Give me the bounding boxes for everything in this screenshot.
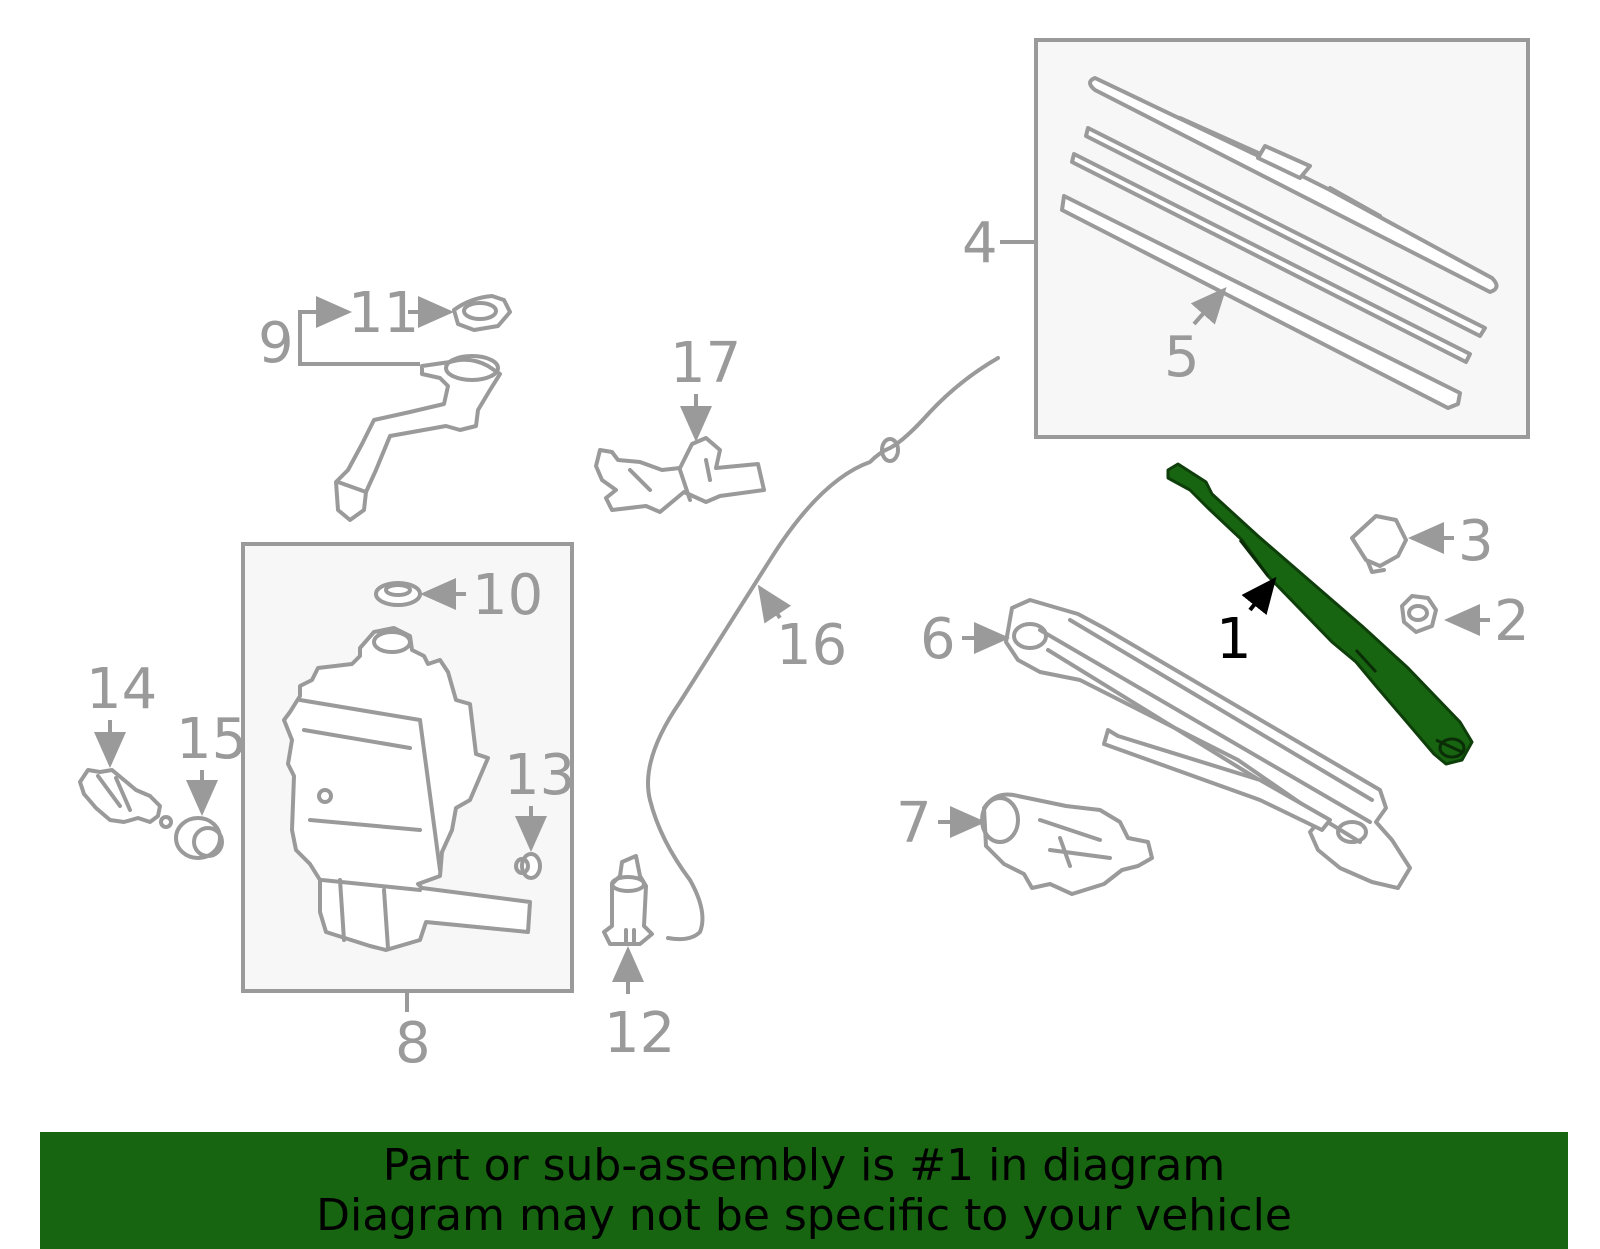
part-13-clip[interactable] <box>514 852 542 880</box>
part-4-blade-rails <box>1070 126 1487 364</box>
part-17-bracket[interactable] <box>594 436 766 514</box>
part-2-nut[interactable] <box>1400 594 1438 634</box>
callout-17: 17 <box>670 331 741 396</box>
banner-line-1: Part or sub-assembly is #1 in diagram <box>382 1139 1226 1191</box>
callout-1: 1 <box>1216 607 1252 672</box>
callout-10: 10 <box>472 563 543 628</box>
callout-3: 3 <box>1458 509 1494 574</box>
callout-13: 13 <box>504 743 575 808</box>
part-5-blade-insert[interactable] <box>1060 194 1462 410</box>
part-3-cap[interactable] <box>1350 514 1408 574</box>
part-12-washer-pump[interactable] <box>602 854 654 946</box>
callout-9: 9 <box>258 311 294 376</box>
callout-2: 2 <box>1494 589 1530 654</box>
part-10-grommet[interactable] <box>374 581 422 607</box>
leader-5 <box>1190 287 1227 326</box>
part-8-washer-reservoir[interactable] <box>282 626 532 952</box>
callout-12: 12 <box>604 1001 675 1066</box>
part-1-wiper-arm[interactable] <box>1166 462 1474 766</box>
part-11-cap[interactable] <box>452 294 512 332</box>
callout-5: 5 <box>1164 325 1200 390</box>
hose-clip <box>880 437 900 463</box>
part-16-washer-hose[interactable] <box>646 356 1000 942</box>
part-9-filler-neck[interactable] <box>334 354 502 522</box>
banner-line-2: Diagram may not be specific to your vehi… <box>316 1189 1292 1241</box>
callout-15: 15 <box>176 707 247 772</box>
leader-9 <box>298 312 420 366</box>
callout-8: 8 <box>395 1011 431 1076</box>
leader-16 <box>757 584 792 624</box>
part-4-wiper-blade[interactable] <box>1088 76 1499 294</box>
callout-6: 6 <box>920 607 956 672</box>
callout-16: 16 <box>776 613 847 678</box>
callout-4: 4 <box>962 211 998 276</box>
callout-7: 7 <box>896 791 932 856</box>
part-14-level-sensor[interactable] <box>78 768 173 829</box>
part-6-wiper-linkage[interactable] <box>1004 598 1412 890</box>
part-7-wiper-motor[interactable] <box>980 792 1154 896</box>
info-banner: Part or sub-assembly is #1 in diagram Di… <box>40 1132 1568 1249</box>
callout-14: 14 <box>86 657 157 722</box>
callout-11: 11 <box>348 281 419 346</box>
part-15-grommet[interactable] <box>174 816 224 860</box>
leader-1 <box>1241 576 1277 615</box>
